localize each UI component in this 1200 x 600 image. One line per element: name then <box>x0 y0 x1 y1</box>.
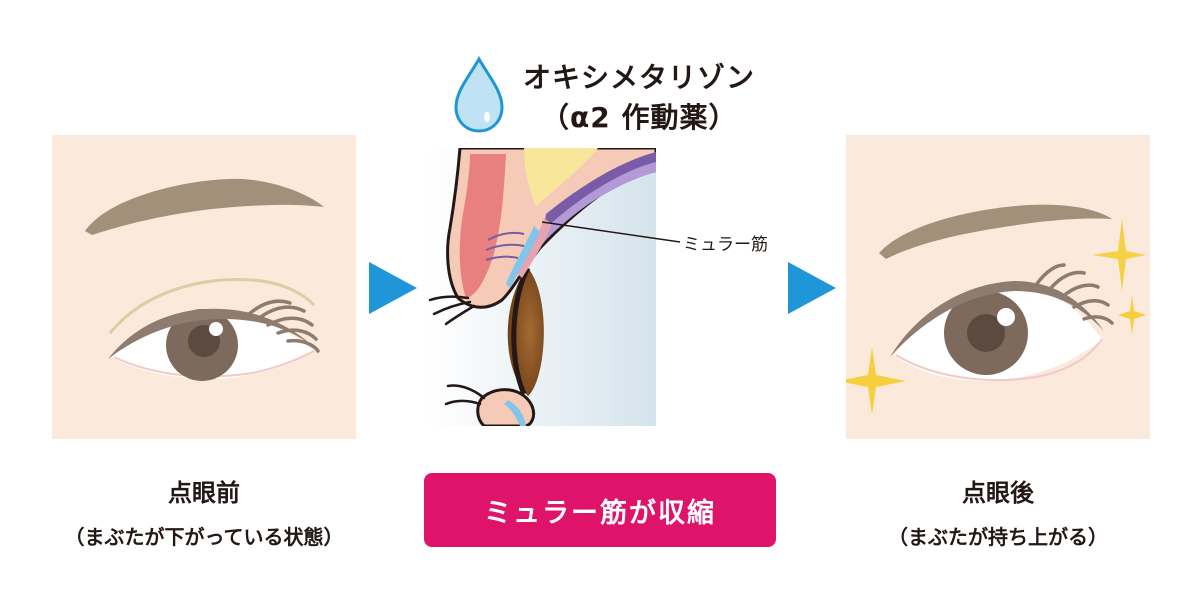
upper-eyelid <box>890 281 1104 357</box>
drooping-eye-illustration <box>85 178 324 381</box>
before-subtitle: （まぶたが下がっている状態） <box>64 525 344 549</box>
arrow-right-icon <box>788 262 836 314</box>
fat-pad <box>524 148 598 206</box>
eyelid-crease <box>108 278 316 334</box>
eye-drop-icon <box>454 55 504 133</box>
upper-eyelashes <box>428 295 476 326</box>
eye-highlight <box>997 308 1015 326</box>
eyelashes <box>246 299 320 353</box>
before-title: 点眼前 <box>168 479 240 507</box>
muller-leader-line <box>541 221 681 243</box>
sparkle-icon <box>838 219 1146 415</box>
lower-eyelashes <box>444 384 486 406</box>
eyebrow <box>85 178 324 235</box>
drug-name: オキシメタリゾン <box>523 61 756 94</box>
lower-lid-line <box>113 350 315 378</box>
lower-eyelid-skin <box>476 388 536 428</box>
drug-class: （α2 作動薬） <box>541 101 738 134</box>
lifted-eye-illustration <box>838 204 1146 415</box>
arrow-right-icon <box>369 262 417 314</box>
eyebrow <box>879 204 1112 259</box>
eyelid-cross-section <box>428 146 658 428</box>
before-eye-panel <box>52 135 356 439</box>
after-title: 点眼後 <box>962 479 1034 507</box>
after-subtitle: （まぶたが持ち上がる） <box>888 525 1108 549</box>
orbicularis-muscle <box>459 154 506 298</box>
muller-muscle-label: ミュラー筋 <box>683 235 768 255</box>
conjunctiva <box>506 226 540 288</box>
effect-badge: ミュラー筋が収縮 <box>424 473 776 547</box>
eyelashes <box>1034 263 1114 325</box>
cornea-edge <box>511 266 531 396</box>
muscle-fibers <box>485 231 525 261</box>
muller-muscle <box>516 218 552 278</box>
lower-lid-line <box>895 338 1103 382</box>
upper-eyelid <box>108 308 314 359</box>
lower-conjunctiva <box>504 400 526 426</box>
pupil <box>967 314 1005 352</box>
after-eye-panel <box>838 135 1150 439</box>
levator-aponeurosis <box>514 162 656 276</box>
eye-highlight <box>209 322 223 336</box>
